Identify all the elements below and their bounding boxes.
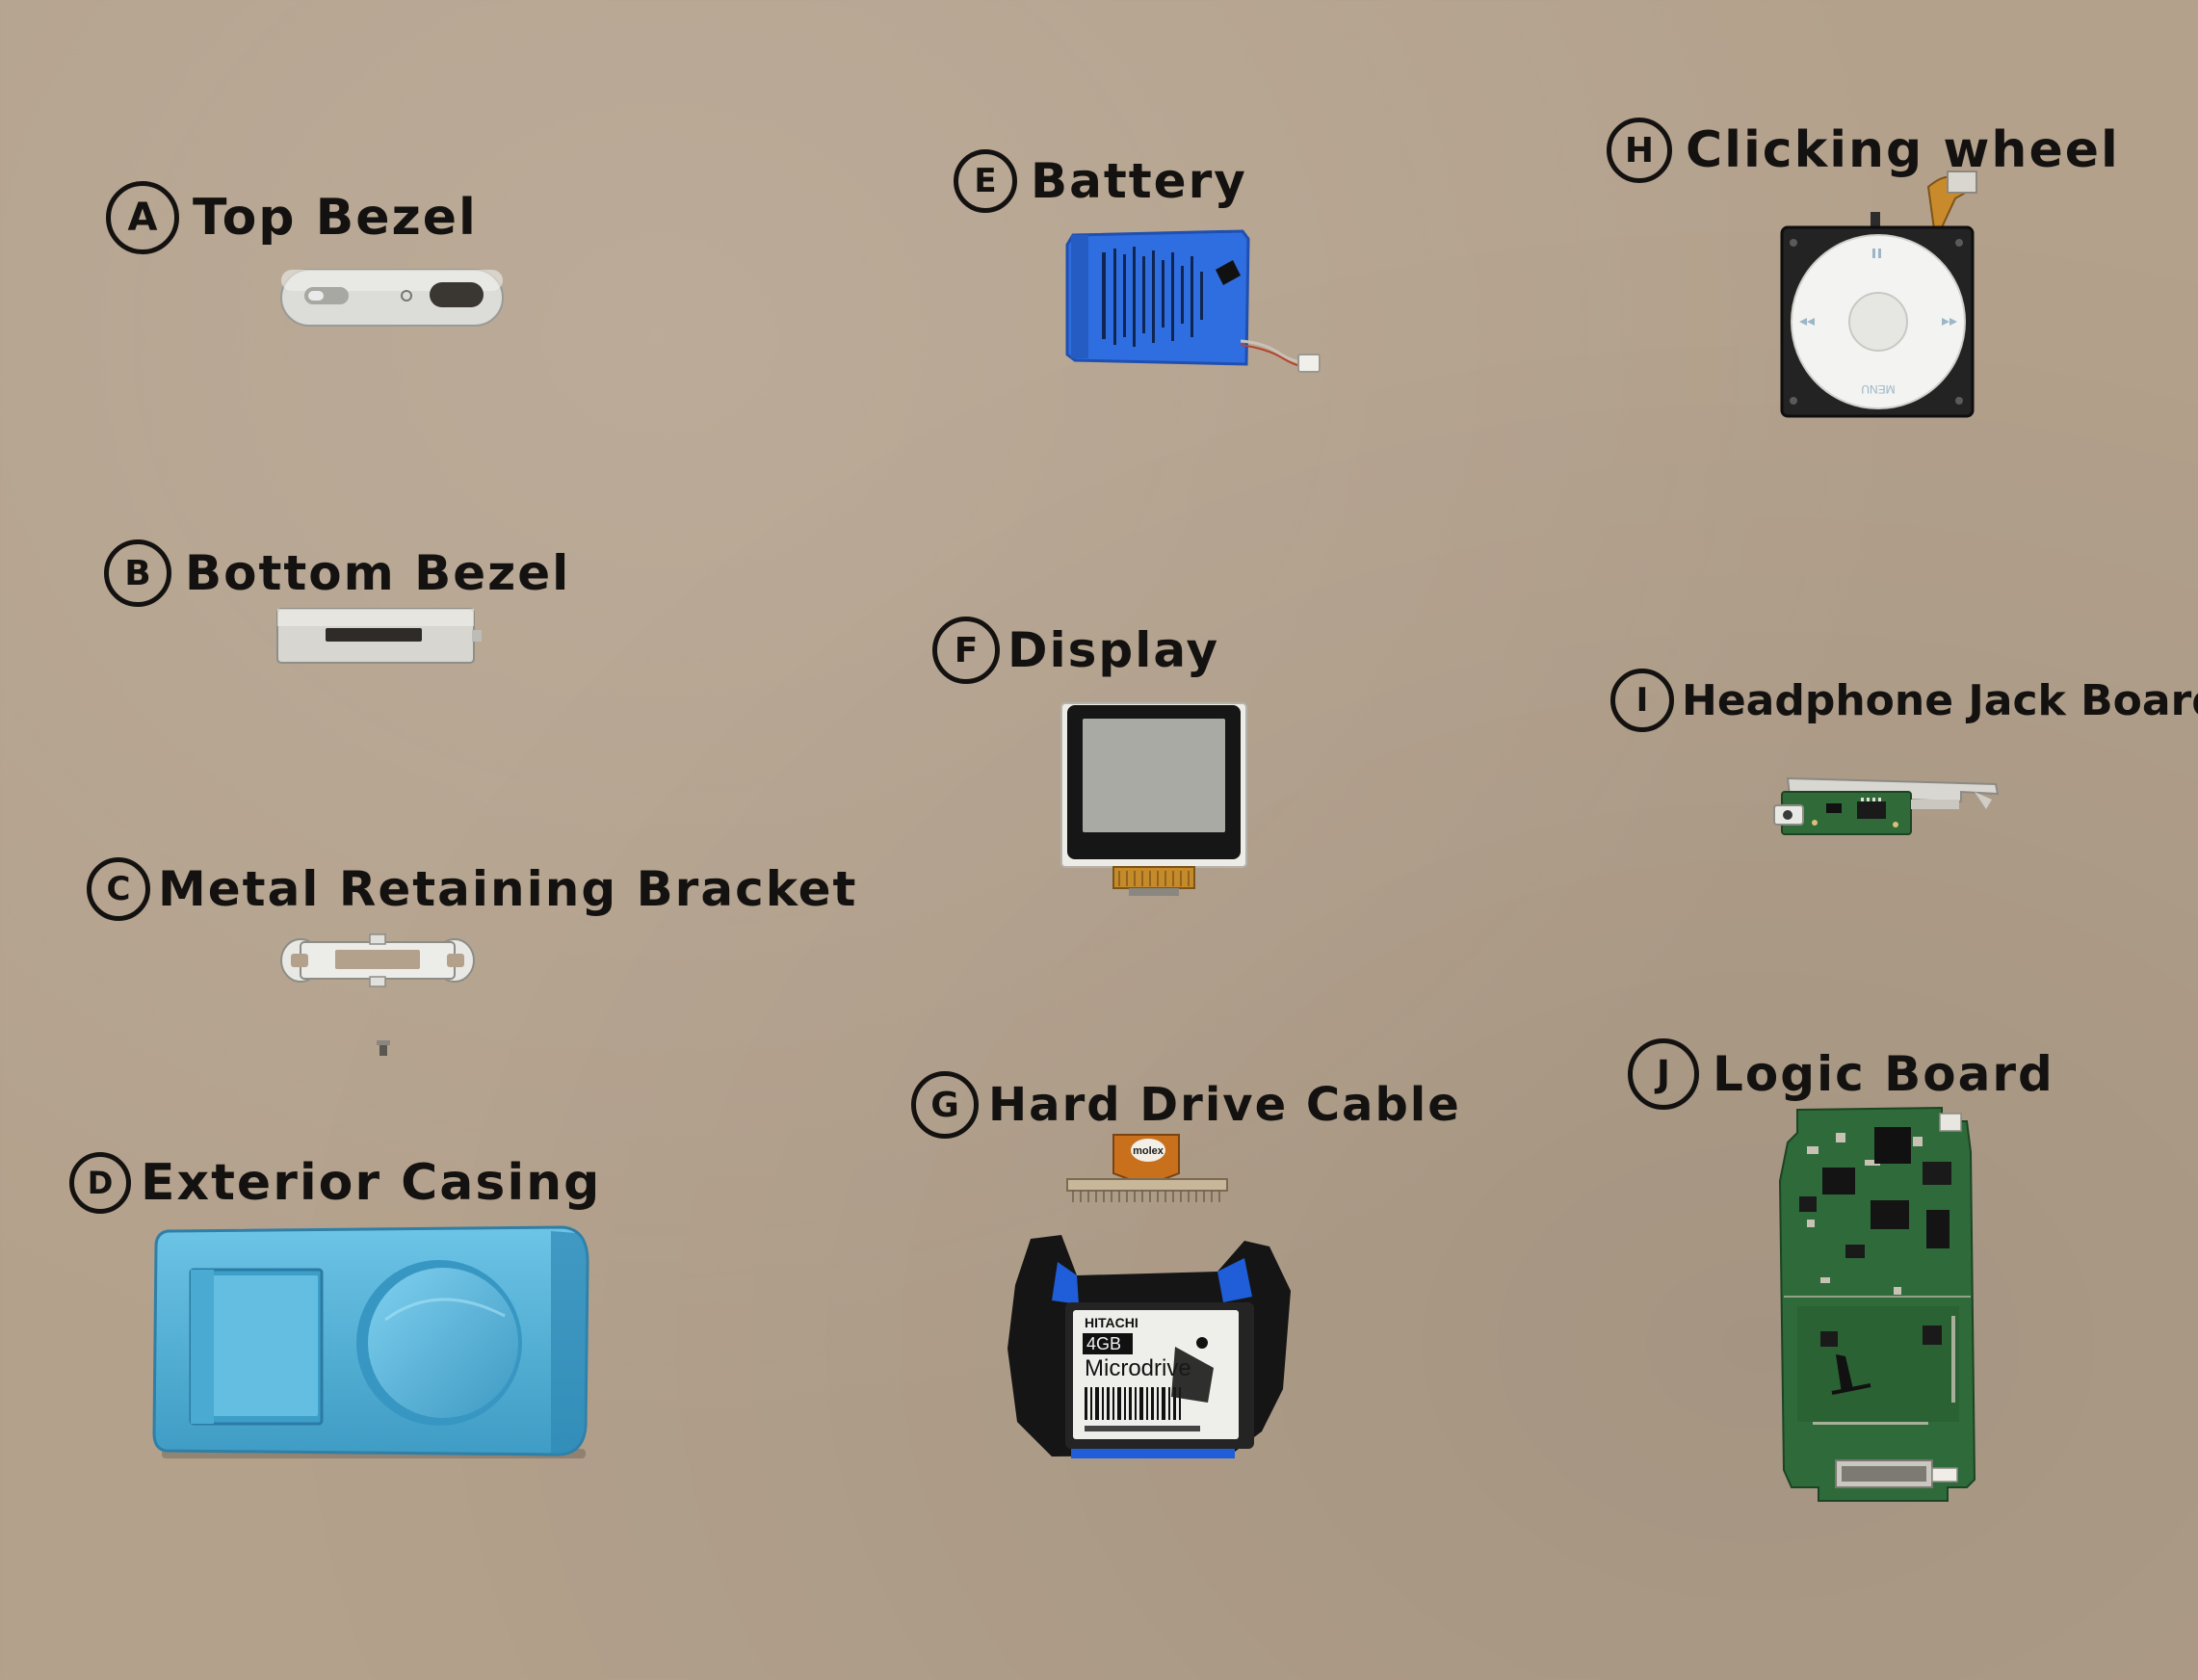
drive-brand-text: HITACHI [1085,1315,1138,1330]
part-name-exterior-casing: Exterior Casing [141,1154,602,1212]
clicking-wheel-part: MENU [1780,170,1977,418]
cable-brand-text: molex [1133,1145,1164,1157]
drive-capacity-text: 4GB [1086,1334,1121,1353]
part-name-battery: Battery [1031,153,1247,209]
part-name-headphone-jack-board: Headphone Jack Board [1682,675,2198,725]
label-h-clicking-wheel: H Clicking wheel [1607,118,2120,183]
microdrive-part: HITACHI 4GB Microdrive [1007,1235,1291,1458]
letter-badge-e: E [954,149,1017,213]
bottom-bezel-part [276,608,482,664]
label-g-hard-drive-cable: G Hard Drive Cable [911,1071,1461,1139]
letter-badge-g: G [911,1071,979,1139]
logic-board-part [1778,1106,1976,1502]
part-name-display: Display [1007,622,1220,678]
label-b-bottom-bezel: B Bottom Bezel [104,539,570,607]
letter-badge-d: D [69,1152,131,1214]
letter-badge-b: B [104,539,171,607]
exterior-casing-part [152,1225,589,1458]
top-bezel-part [280,269,504,327]
label-j-logic-board: J Logic Board [1628,1038,2054,1110]
label-f-display: F Display [932,617,1219,684]
label-e-battery: E Battery [954,149,1247,213]
letter-badge-h: H [1607,118,1672,183]
headphone-jack-board-part [1773,776,2000,835]
display-part [1060,702,1247,896]
letter-badge-f: F [932,617,1000,684]
part-name-metal-retaining-bracket: Metal Retaining Bracket [158,861,858,917]
label-i-headphone-jack-board: I Headphone Jack Board [1610,669,2198,732]
part-name-clicking-wheel: Clicking wheel [1686,121,2120,179]
tiny-screw [377,1040,390,1056]
hard-drive-cable-part: molex [1066,1134,1228,1202]
letter-badge-c: C [87,857,150,921]
part-name-top-bezel: Top Bezel [193,189,478,247]
label-a-top-bezel: A Top Bezel [106,181,478,254]
battery-part [1065,229,1321,373]
label-c-metal-retaining-bracket: C Metal Retaining Bracket [87,857,857,921]
part-name-logic-board: Logic Board [1713,1046,2054,1102]
wheel-menu-text: MENU [1861,382,1895,396]
part-name-hard-drive-cable: Hard Drive Cable [988,1078,1461,1132]
letter-badge-j: J [1628,1038,1699,1110]
part-name-bottom-bezel: Bottom Bezel [185,545,571,601]
metal-retaining-bracket-part [280,933,475,987]
label-d-exterior-casing: D Exterior Casing [69,1152,601,1214]
letter-badge-i: I [1610,669,1674,732]
letter-badge-a: A [106,181,179,254]
